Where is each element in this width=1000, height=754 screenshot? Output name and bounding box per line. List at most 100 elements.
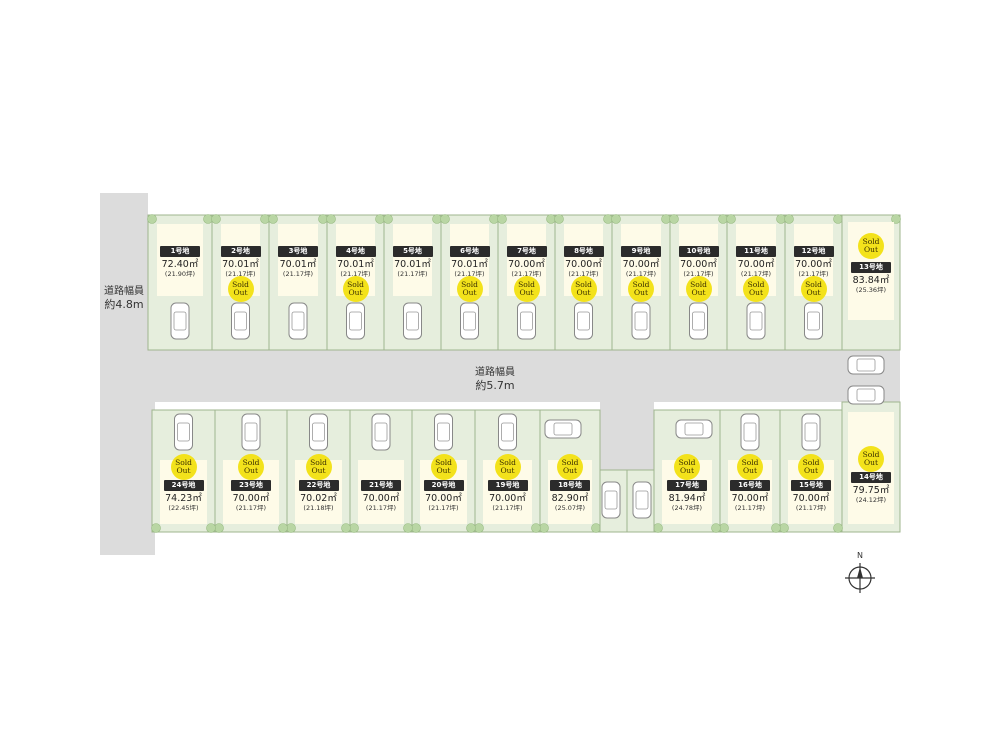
tree-icon [466, 523, 476, 533]
lot-number: 8号地 [563, 246, 604, 257]
car-icon [689, 302, 708, 340]
lot-area: 83.84㎡ [852, 275, 890, 286]
car-icon [371, 413, 391, 451]
car-icon [403, 302, 422, 340]
tree-icon [718, 214, 728, 224]
lot-number: 3号地 [278, 246, 318, 257]
tree-icon [719, 523, 729, 533]
sold-line: Sold [561, 458, 579, 467]
lot-number: 13号地 [851, 262, 891, 273]
lot-number: 4号地 [335, 246, 376, 257]
car-icon [740, 413, 760, 451]
road-main [148, 350, 900, 402]
lot-number: 11号地 [736, 246, 776, 257]
lot-tsubo: (21.17坪) [428, 504, 459, 512]
road-spur [600, 400, 654, 470]
tree-icon [349, 523, 359, 533]
car-icon [241, 413, 261, 451]
lot-area: 72.40㎡ [161, 259, 199, 270]
tree-icon [147, 214, 157, 224]
lot-building-area [157, 224, 203, 296]
sold-line: Sold [347, 280, 364, 289]
lot-number: 6号地 [449, 246, 490, 257]
road-main-width: 約5.7m [475, 379, 515, 392]
tree-icon [326, 214, 336, 224]
car-icon [746, 302, 766, 340]
lot-number: 24号地 [163, 480, 204, 491]
sold-line: Sold [805, 280, 822, 289]
lot-tsubo: (21.90坪) [164, 270, 196, 278]
car-icon [847, 385, 885, 405]
out-line: Out [749, 288, 763, 297]
sold-line: Sold [802, 458, 820, 467]
tree-icon [653, 523, 663, 533]
tree-icon [203, 214, 213, 224]
tree-icon [603, 214, 613, 224]
lot-tsubo: (21.17坪) [734, 504, 766, 512]
lot-number: 23号地 [231, 480, 271, 491]
tree-icon [591, 523, 601, 533]
lot-tsubo: (21.17坪) [340, 270, 371, 278]
car-icon [544, 419, 582, 439]
lot-area: 82.90㎡ [551, 493, 589, 504]
road-main-label-text: 道路幅員 [475, 367, 515, 378]
lot-number: 9号地 [621, 246, 661, 257]
lot-tsubo: (22.45坪) [168, 504, 199, 512]
out-line: Out [576, 288, 591, 297]
tree-icon [286, 523, 296, 533]
car-icon [346, 302, 365, 340]
lot-area: 70.00㎡ [731, 493, 769, 504]
lot-area: 70.00㎡ [489, 493, 526, 504]
lot-tsubo: (25.07坪) [554, 504, 586, 512]
out-line: Out [244, 466, 258, 475]
sold-line: Sold [310, 458, 327, 467]
sold-line: Sold [499, 458, 516, 467]
lot-area: 70.00㎡ [795, 259, 832, 270]
out-line: Out [806, 288, 821, 297]
tree-icon [278, 523, 288, 533]
sold-line: Sold [862, 237, 880, 246]
sold-line: Sold [747, 280, 765, 289]
road-label-west: 道路幅員 約4.8m [100, 285, 148, 311]
tree-icon [206, 523, 216, 533]
lot-tsubo: (21.17坪) [795, 504, 827, 512]
lot-area: 70.00㎡ [362, 493, 400, 504]
lot-tsubo: (21.17坪) [454, 270, 485, 278]
sold-line: Sold [461, 280, 478, 289]
lot-number: 12号地 [793, 246, 834, 257]
out-line: Out [804, 466, 818, 475]
tree-icon [546, 214, 556, 224]
tree-icon [669, 214, 679, 224]
sold-line: Sold [862, 450, 880, 459]
sold-line: Sold [690, 280, 707, 289]
lot-area: 70.01㎡ [451, 259, 488, 270]
out-line: Out [348, 288, 363, 297]
lot-tsubo: (21.17坪) [740, 270, 772, 278]
tree-icon [383, 214, 393, 224]
compass-icon [845, 563, 875, 593]
tree-icon [375, 214, 385, 224]
lot-number: 19号地 [487, 480, 528, 491]
lot-area: 79.75㎡ [852, 485, 890, 496]
tree-icon [260, 214, 270, 224]
lot-number: 21号地 [361, 480, 401, 491]
out-line: Out [233, 288, 248, 297]
sold-line: Sold [678, 458, 696, 467]
tree-icon [531, 523, 541, 533]
car-icon [460, 302, 479, 340]
tree-icon [539, 523, 549, 533]
tree-icon [268, 214, 278, 224]
sold-line: Sold [242, 458, 260, 467]
car-icon [231, 302, 250, 340]
lot-area: 70.00㎡ [737, 259, 775, 270]
